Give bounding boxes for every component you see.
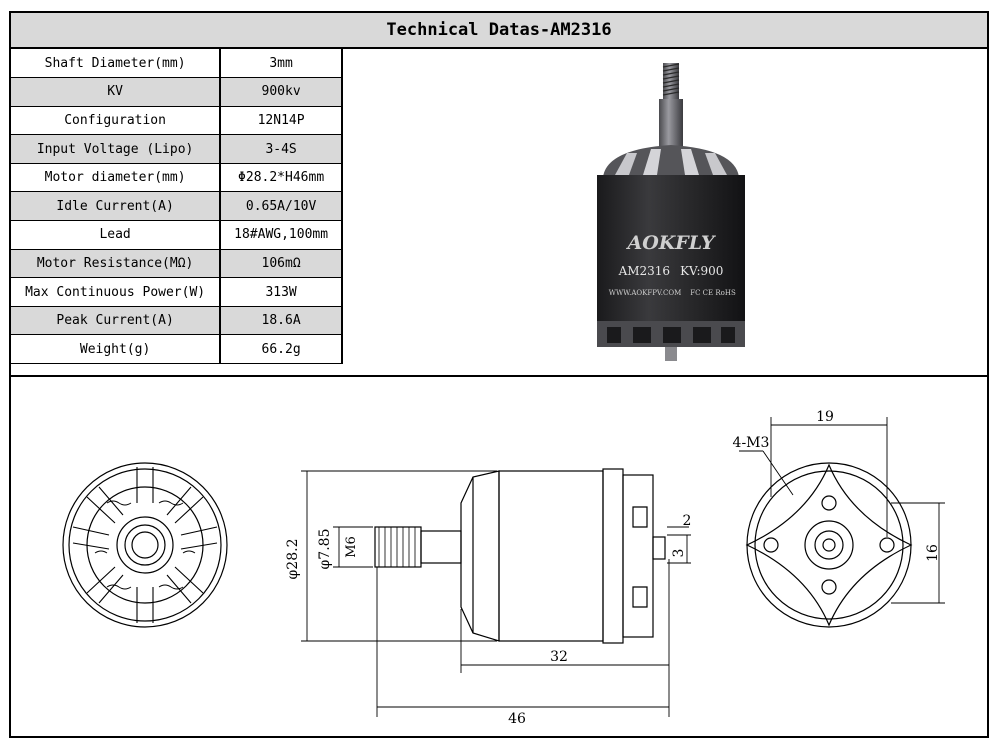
spec-value: 12N14P [220,106,343,136]
dim-diameter: φ28.2 [285,539,301,580]
spec-label: Lead [11,220,222,250]
spec-value: 0.65A/10V [220,191,343,222]
spec-label: Motor diameter(mm) [11,163,222,193]
technical-drawing: φ28.2 φ7.85 M6 2 3 32 46 19 16 4-M3 [11,377,987,738]
motor-base [597,321,745,361]
dim-shaft-dia: φ7.85 [317,529,333,570]
spec-label: Idle Current(A) [11,191,222,222]
dim-body-len: 32 [550,649,568,665]
spec-row: Shaft Diameter(mm)3mm [11,49,343,79]
spec-label: Max Continuous Power(W) [11,277,222,307]
spec-row: Input Voltage (Lipo)3-4S [11,134,343,164]
spec-value: 18.6A [220,306,343,336]
bottom-view [62,462,228,628]
spec-row: Idle Current(A)0.65A/10V [11,191,343,222]
dim-shaft-len: 2 [683,513,692,529]
spec-value: 106mΩ [220,249,343,279]
spec-row: Motor diameter(mm)Φ28.2*H46mm [11,163,343,193]
side-view [301,468,691,717]
dim-holes: 4-M3 [733,435,770,451]
dim-thread: M6 [344,536,359,558]
spec-row: Motor Resistance(MΩ)106mΩ [11,249,343,279]
spec-value: 900kv [220,77,343,107]
motor-body [597,175,745,325]
bell-top [603,145,739,177]
sheet-title: Technical Datas-AM2316 [11,13,987,49]
spec-row: Peak Current(A)18.6A [11,306,343,336]
spec-label: Shaft Diameter(mm) [11,49,222,79]
spec-label: Peak Current(A) [11,306,222,336]
spec-row: Max Continuous Power(W)313W [11,277,343,307]
dim-shaft-stub: 3 [671,549,687,558]
spec-row: Weight(g)66.2g [11,334,343,365]
spec-sheet: Technical Datas-AM2316 Shaft Diameter(mm… [9,11,989,738]
section-divider [11,375,987,377]
spec-value: 66.2g [220,334,343,365]
spec-label: Weight(g) [11,334,222,365]
spec-value: 18#AWG,100mm [220,220,343,250]
spec-value: 3-4S [220,134,343,164]
cert-marks: FC CE RoHS [690,289,736,297]
url-label: WWW.AOKFPV.COM [609,289,682,297]
spec-value: 3mm [220,49,343,79]
dim-total-len: 46 [508,711,526,727]
dim-hole-spacing-v: 16 [925,544,941,562]
spec-label: Motor Resistance(MΩ) [11,249,222,279]
spec-label: Input Voltage (Lipo) [11,134,222,164]
spec-value: Φ28.2*H46mm [220,163,343,193]
mount-view [739,417,945,628]
spec-label: Configuration [11,106,222,136]
shaft [659,63,683,147]
spec-label: KV [11,77,222,107]
brand-label: AOKFLY [625,232,716,254]
dim-hole-spacing-h: 19 [816,409,834,425]
spec-value: 313W [220,277,343,307]
